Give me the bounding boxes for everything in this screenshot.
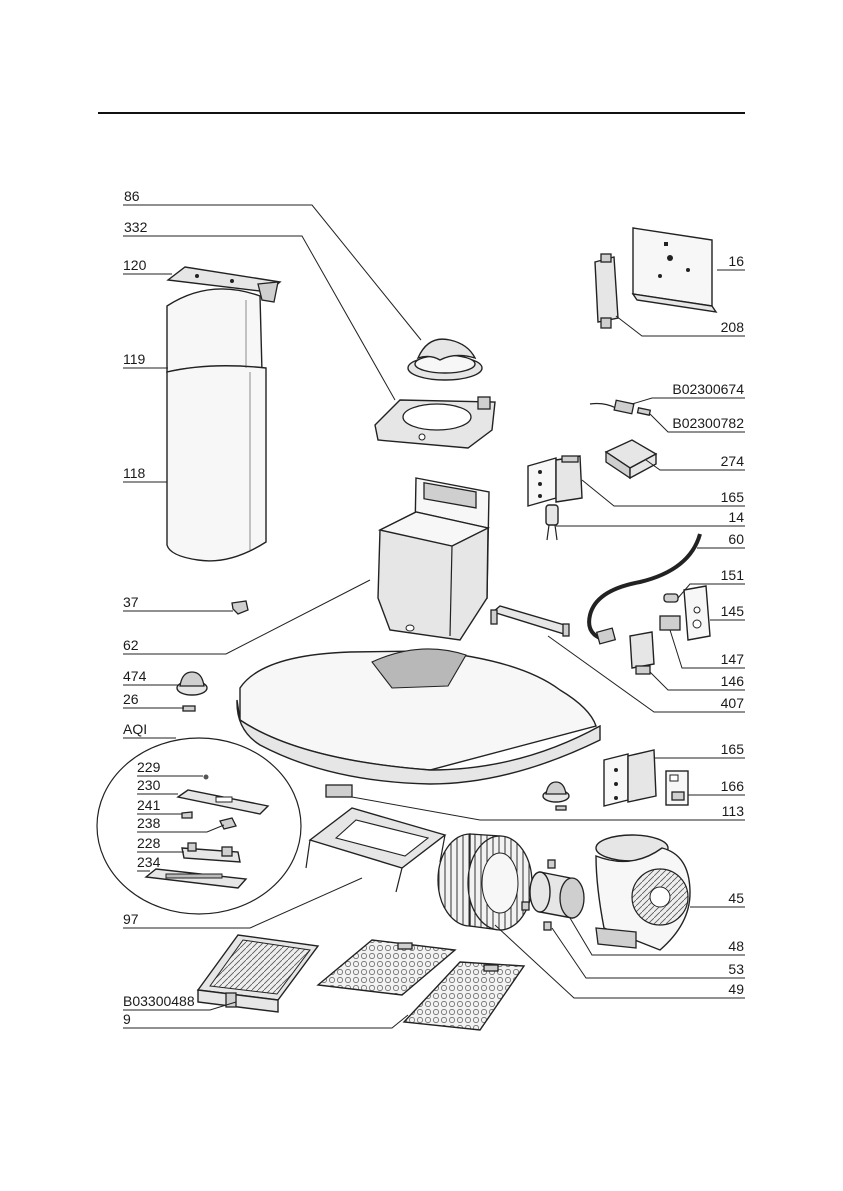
label-120: 120 <box>123 257 147 273</box>
part-86-flange <box>408 339 482 380</box>
label-228: 228 <box>137 835 161 851</box>
part-49-blower-wheel <box>438 834 532 930</box>
part-26-screw <box>183 706 195 711</box>
part-16-wall-plate <box>633 228 716 312</box>
label-151: 151 <box>721 567 745 583</box>
label-234: 234 <box>137 854 161 870</box>
label-165-upper: 165 <box>721 489 745 505</box>
part-474-knob <box>177 672 207 695</box>
label-146: 146 <box>721 673 745 689</box>
label-26: 26 <box>123 691 139 707</box>
label-49: 49 <box>728 981 744 997</box>
label-14: 14 <box>728 509 744 525</box>
label-62: 62 <box>123 637 139 653</box>
label-9: 9 <box>123 1011 131 1027</box>
part-aqi-assembly <box>97 738 301 914</box>
label-147: 147 <box>721 651 745 667</box>
label-208: 208 <box>721 319 745 335</box>
part-119-118-chimney <box>167 289 266 561</box>
label-241: 241 <box>137 797 161 813</box>
part-canopy <box>237 649 600 784</box>
part-knob-lower <box>543 782 569 810</box>
label-b02300674: B02300674 <box>672 381 744 397</box>
label-53: 53 <box>728 961 744 977</box>
part-62-housing <box>378 478 489 640</box>
label-230: 230 <box>137 777 161 793</box>
label-16: 16 <box>728 253 744 269</box>
label-45: 45 <box>728 890 744 906</box>
label-165-lower: 165 <box>721 741 745 757</box>
label-166: 166 <box>721 778 745 794</box>
label-86: 86 <box>124 188 140 204</box>
part-37-clip <box>232 601 248 614</box>
label-b03300488: B03300488 <box>123 993 195 1009</box>
label-97: 97 <box>123 911 139 927</box>
part-274-switch-box <box>606 440 656 478</box>
label-113: 113 <box>722 803 745 819</box>
part-b03300488-filter <box>198 935 318 1012</box>
part-14-capacitor <box>546 505 558 540</box>
part-208-transformer <box>595 254 618 328</box>
label-238: 238 <box>137 815 161 831</box>
label-332: 332 <box>124 219 148 235</box>
label-b02300782: B02300782 <box>672 415 744 431</box>
part-332-plate <box>375 397 495 448</box>
part-45-fan-housing <box>596 835 690 950</box>
part-407-rail <box>491 606 569 636</box>
part-166-switch-plate <box>666 771 688 805</box>
part-9-grease-filters <box>318 940 524 1030</box>
part-97-frame <box>306 808 445 892</box>
label-229: 229 <box>137 759 161 775</box>
part-113-label <box>326 785 352 797</box>
part-165-bracket-upper <box>528 456 582 506</box>
label-60: 60 <box>728 531 744 547</box>
label-118: 118 <box>123 465 146 481</box>
part-165-bracket-lower <box>604 750 656 806</box>
label-48: 48 <box>728 938 744 954</box>
label-474: 474 <box>123 668 147 684</box>
label-274: 274 <box>721 453 745 469</box>
part-60-power-cord <box>589 534 700 644</box>
label-119: 119 <box>123 351 146 367</box>
part-cable-connector <box>590 400 650 415</box>
label-145: 145 <box>721 603 745 619</box>
label-407: 407 <box>721 695 745 711</box>
label-aqi: AQI <box>123 721 147 737</box>
label-37: 37 <box>123 594 139 610</box>
